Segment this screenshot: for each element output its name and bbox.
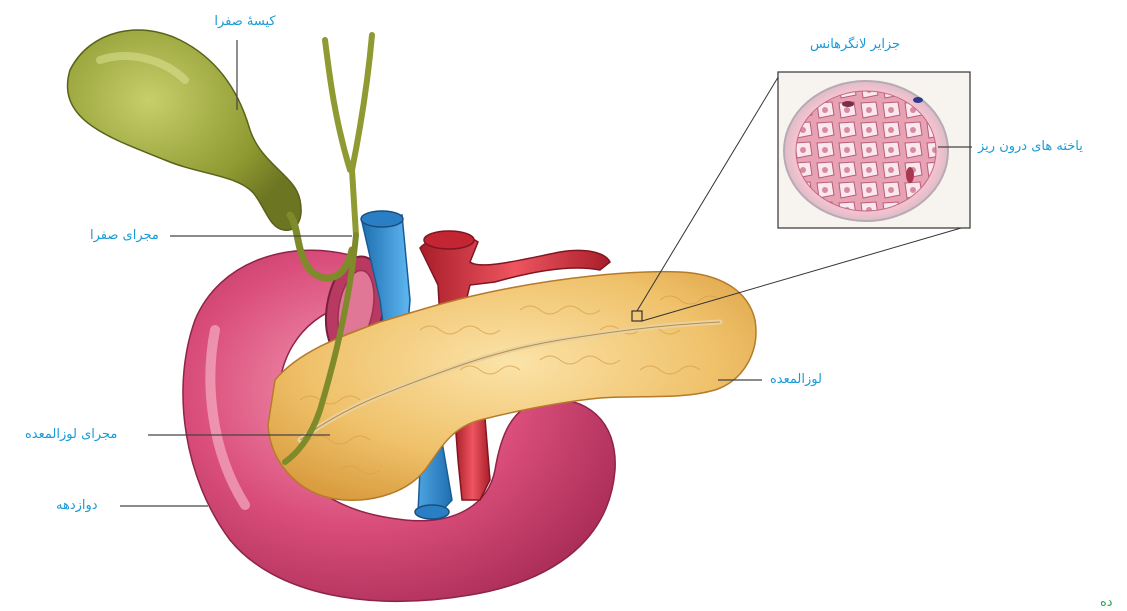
label-islets-of-langerhans: جزایر لانگرهانس (810, 38, 900, 51)
label-duodenum: دوازدهه (56, 499, 98, 512)
label-pancreas: لوزالمعده (770, 373, 822, 386)
label-endocrine-cells: یاخته های درون ریز (978, 140, 1083, 153)
page-corner-text: ده (1100, 596, 1113, 609)
label-pancreatic-duct: مجرای لوزالمعده (25, 428, 117, 441)
label-bile-duct: مجرای صفرا (90, 229, 159, 242)
hepatic-duct-shape (325, 35, 372, 235)
label-gallbladder: کیسۀ صفرا (200, 15, 290, 28)
